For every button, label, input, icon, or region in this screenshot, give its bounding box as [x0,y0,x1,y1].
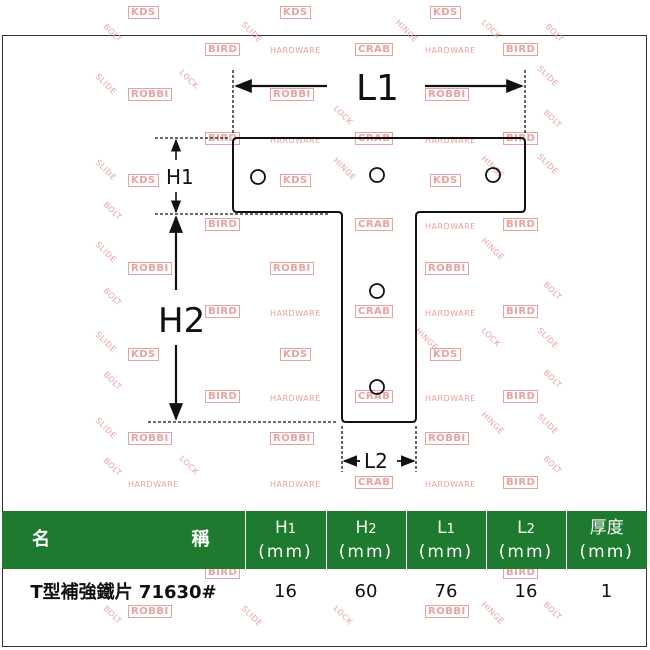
value-l1: 76 [434,580,458,602]
spec-table: 名 稱 H1 (mm) H2 (mm) L1 (mm) L2 [2,511,647,613]
value-h1: 16 [274,580,297,602]
product-name-cell: T型補強鐵片 71630# [30,582,217,603]
value-h2: 60 [354,580,378,602]
header-h1-main: H [274,518,288,538]
value-l2: 16 [514,580,538,602]
header-l1: L1 (mm) [405,511,486,569]
header-l2-sub: 2 [526,522,535,537]
header-h1-sub: 1 [287,522,297,537]
header-name-right: 稱 [191,529,210,550]
mounting-hole [369,167,385,183]
table-row: T型補強鐵片 71630# 16 60 76 16 1 [2,569,647,613]
dimension-h-extensions [148,137,338,423]
value-thickness: 1 [600,580,613,602]
spec-table-header: 名 稱 H1 (mm) H2 (mm) L1 (mm) L2 [2,511,647,569]
t-bracket-outline [232,137,526,423]
label-h2: H2 [158,301,205,341]
header-h2-unit: (mm) [338,542,394,562]
t-bracket-drawing: L1 H1 H2 L2 [148,68,526,473]
header-h2-sub: 2 [368,522,377,537]
label-l2: L2 [364,449,388,473]
header-name: 名 稱 [2,511,245,569]
header-h1-unit: (mm) [258,542,313,562]
mounting-hole [485,167,501,183]
header-thickness-unit: (mm) [579,542,634,562]
header-h1: H1 (mm) [244,511,326,569]
label-h1: H1 [166,165,194,189]
header-l2-unit: (mm) [498,542,554,562]
header-l1-sub: 1 [446,522,455,537]
header-h2-main: H [355,518,369,538]
header-l2: L2 (mm) [485,511,566,569]
header-name-left: 名 [32,529,50,550]
mounting-hole [369,379,385,395]
mounting-hole [369,283,385,299]
dimension-l1 [232,70,526,135]
label-l1: L1 [356,68,399,109]
content-frame [2,35,647,647]
header-thickness: 厚度 (mm) [565,511,647,569]
mounting-hole [250,169,266,185]
header-h2: H2 (mm) [325,511,406,569]
header-l1-unit: (mm) [418,542,474,562]
header-l1-main: L [437,518,447,538]
header-l2-main: L [517,518,527,538]
header-thickness-main: 厚度 [589,518,624,538]
dimension-l2-extensions [341,426,417,472]
